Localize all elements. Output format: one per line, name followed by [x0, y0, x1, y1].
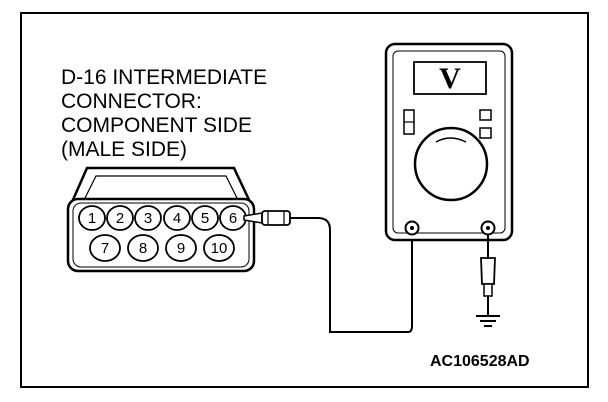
connector-label-line-4: (MALE SIDE) — [61, 138, 187, 161]
pin-9-label: 9 — [177, 240, 185, 257]
pin-5: 5 — [191, 205, 219, 231]
connector-top-flange — [70, 166, 252, 203]
connector-label-line-2: CONNECTOR: — [61, 90, 202, 113]
ground-probe-body — [480, 257, 496, 285]
pin-10-label: 10 — [211, 240, 228, 257]
meter-left-switch — [403, 109, 415, 135]
connector-label-line-1: D-16 INTERMEDIATE — [61, 66, 267, 89]
pin-4-label: 4 — [173, 210, 181, 227]
pin-7: 7 — [89, 234, 121, 262]
test-lead-wire — [290, 217, 413, 333]
meter-display-symbol: V — [439, 62, 461, 95]
pin-row-bottom: 7 8 9 10 — [89, 234, 235, 262]
meter-display — [413, 61, 487, 95]
figure-code: AC106528AD — [430, 353, 530, 370]
connector-inner-flange — [84, 175, 238, 199]
pin-1-label: 1 — [88, 210, 96, 227]
ground-symbol-icon — [476, 315, 500, 327]
meter-dial-pointer — [435, 137, 467, 143]
pin-4: 4 — [163, 205, 191, 231]
connector-label-line-3: COMPONENT SIDE — [61, 114, 252, 137]
pin-1: 1 — [78, 205, 106, 231]
pin-7-label: 7 — [101, 240, 109, 257]
test-probe-icon — [243, 210, 291, 226]
meter-button-top — [479, 109, 492, 121]
ground-lead — [480, 234, 496, 316]
pin-5-label: 5 — [201, 210, 209, 227]
connector-inner-body — [72, 202, 250, 268]
pin-row-top: 1 2 3 4 5 6 — [78, 205, 247, 231]
pin-8: 8 — [127, 234, 159, 262]
meter-body-inner — [392, 50, 506, 234]
voltmeter-icon: V — [384, 42, 514, 242]
connector-label: D-16 INTERMEDIATE CONNECTOR: COMPONENT S… — [61, 66, 267, 161]
pin-8-label: 8 — [139, 240, 147, 257]
pin-9: 9 — [165, 234, 197, 262]
pin-3-label: 3 — [144, 210, 152, 227]
pin-3: 3 — [134, 205, 162, 231]
pin-2-label: 2 — [116, 210, 124, 227]
pin-6-label: 6 — [229, 210, 237, 227]
meter-rotary-dial — [413, 126, 489, 202]
pin-10: 10 — [203, 234, 235, 262]
pin-6: 6 — [219, 205, 247, 231]
meter-button-bottom — [479, 127, 492, 139]
diagram-frame — [20, 12, 589, 388]
pin-2: 2 — [106, 205, 134, 231]
